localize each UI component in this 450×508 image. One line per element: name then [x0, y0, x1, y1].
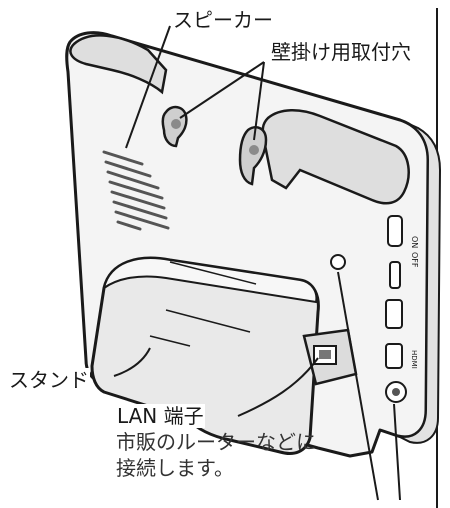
switch-off-text: OFF [410, 252, 419, 268]
wall-mount-hole-right [238, 126, 268, 186]
hdmi-port [385, 343, 403, 369]
leader-lines [113, 25, 401, 501]
switch-on-text: ON [410, 236, 419, 248]
lan-port-label: LAN 端子 [116, 404, 205, 428]
wall-mount-holes-label: 壁掛け用取付穴 [270, 40, 412, 64]
stand-top-face [102, 257, 318, 304]
device-side-edge [397, 119, 442, 444]
speaker-label: スピーカー [172, 8, 274, 32]
headphone-jack [389, 261, 401, 289]
stand-label: スタンド [8, 368, 90, 392]
hdmi-text: HDMI [410, 350, 418, 369]
reset-button [330, 254, 346, 270]
stand-lines [149, 261, 257, 347]
side-ports [385, 215, 407, 403]
lan-description-line1: 市販のルーターなどに [116, 430, 316, 454]
speaker-grille [102, 150, 170, 231]
lan-description-line2: 接続します。 [116, 456, 234, 480]
lan-port [302, 328, 358, 386]
usb-port [385, 299, 403, 329]
power-switch [387, 215, 403, 247]
